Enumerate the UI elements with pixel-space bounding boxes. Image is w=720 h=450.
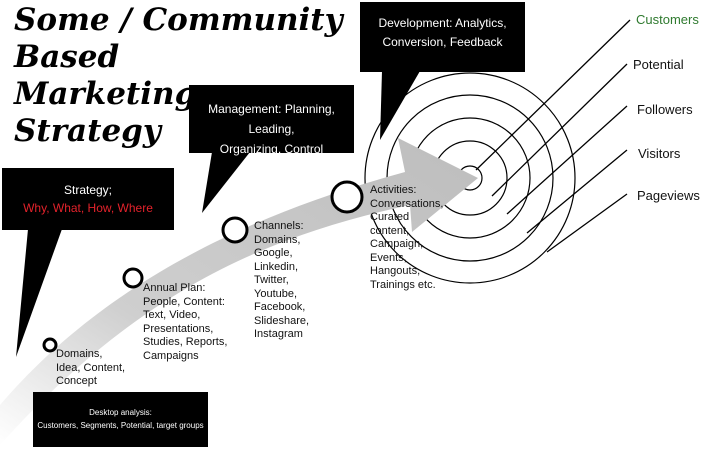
strategy-box-shape	[2, 168, 174, 230]
step-2-line: Campaigns	[143, 349, 199, 362]
title-line-1: Some / Community	[14, 2, 343, 38]
development-box-pointer	[380, 71, 420, 140]
ring-leader-lines	[475, 19, 631, 253]
step-2-line: People, Content:	[143, 295, 225, 308]
step-4-line: Activities:	[370, 184, 417, 196]
step-1-line: Concept	[56, 375, 97, 387]
ring-label-visitors: Visitors	[638, 146, 681, 161]
step-label-1: Domains, Idea, Content, Concept	[56, 348, 125, 389]
development-box-line-2: Conversion, Feedback	[382, 35, 503, 49]
step-4-line: Hangouts,	[370, 265, 421, 277]
step-2-line: Text, Video,	[143, 309, 201, 321]
ring-pageviews	[364, 72, 576, 284]
step-3-line: Channels:	[254, 220, 304, 232]
desktop-box-heading: Desktop analysis:	[89, 408, 152, 417]
step-marker-1	[42, 337, 58, 353]
development-box: Development: Analytics, Conversion, Feed…	[360, 2, 525, 72]
step-4-line: Trainings etc.	[370, 278, 436, 291]
ring-label-pageviews: Pageviews	[637, 188, 700, 203]
step-marker-4	[330, 180, 364, 214]
management-box: Management: Planning, Leading, Organizin…	[189, 85, 354, 156]
page-title: Some / Community Based Marketing Strateg…	[14, 2, 343, 150]
step-2-line: Studies, Reports,	[143, 336, 228, 348]
step-1-line: Domains,	[56, 348, 103, 360]
step-marker-2	[122, 267, 144, 289]
desktop-box-shape	[33, 392, 208, 447]
step-2-line: Presentations,	[143, 322, 214, 335]
callout-shapes	[2, 2, 525, 447]
growth-arrow	[0, 138, 478, 445]
development-box-shape	[360, 2, 525, 72]
step-3-line: Linkedin,	[254, 260, 299, 273]
step-3-line: Slideshare,	[254, 314, 310, 327]
title-line-2: Based	[14, 39, 120, 75]
step-markers	[42, 180, 364, 353]
step-marker-3	[221, 216, 249, 244]
management-box-pointer	[202, 152, 250, 213]
management-box-shape	[189, 85, 354, 153]
ring-label-followers: Followers	[637, 102, 693, 117]
strategy-box: Strategy; Why, What, How, Where	[2, 168, 174, 230]
step-label-3: Channels: Domains, Google, Linkedin, Twi…	[254, 220, 309, 342]
step-2-line: Annual Plan:	[143, 282, 206, 294]
step-3-line: Google,	[254, 247, 293, 259]
title-line-3: Marketing	[14, 76, 197, 112]
leader-pageviews	[546, 193, 628, 253]
step-3-line: Facebook,	[254, 301, 306, 313]
step-4-line: Campaign,	[370, 238, 424, 250]
step-4-line: Curated	[370, 211, 410, 223]
desktop-box: Desktop analysis: Customers, Segments, P…	[33, 392, 208, 447]
desktop-box-items: Customers, Segments, Potential, target g…	[37, 421, 204, 430]
leader-customers	[475, 19, 631, 171]
leader-potential	[491, 63, 628, 197]
leader-visitors	[526, 149, 628, 234]
step-3-line: Twitter,	[254, 274, 289, 286]
development-box-line-1: Development: Analytics,	[378, 16, 507, 30]
title-line-4: Strategy	[14, 113, 161, 149]
strategy-box-questions: Why, What, How, Where	[23, 201, 153, 215]
step-4-line: Conversations,	[370, 197, 444, 210]
step-3-line: Instagram	[254, 328, 303, 340]
step-label-2: Annual Plan: People, Content: Text, Vide…	[143, 282, 227, 363]
leader-followers	[506, 105, 628, 215]
step-3-line: Domains,	[254, 233, 301, 246]
strategy-box-pointer	[16, 229, 62, 357]
ring-label-potential: Potential	[633, 57, 684, 72]
strategy-box-heading: Strategy;	[63, 183, 113, 197]
step-label-4: Activities: Conversations, Curated conte…	[370, 184, 443, 292]
step-3-line: Youtube,	[254, 287, 298, 300]
step-1-line: Idea, Content,	[56, 361, 126, 374]
ring-label-customers: Customers	[636, 12, 699, 27]
step-4-line: Events,	[370, 251, 407, 264]
management-box-line-2: Organizing, Control	[219, 142, 324, 156]
step-4-line: content,	[370, 224, 410, 237]
management-box-line-1: Management: Planning, Leading,	[208, 102, 335, 136]
